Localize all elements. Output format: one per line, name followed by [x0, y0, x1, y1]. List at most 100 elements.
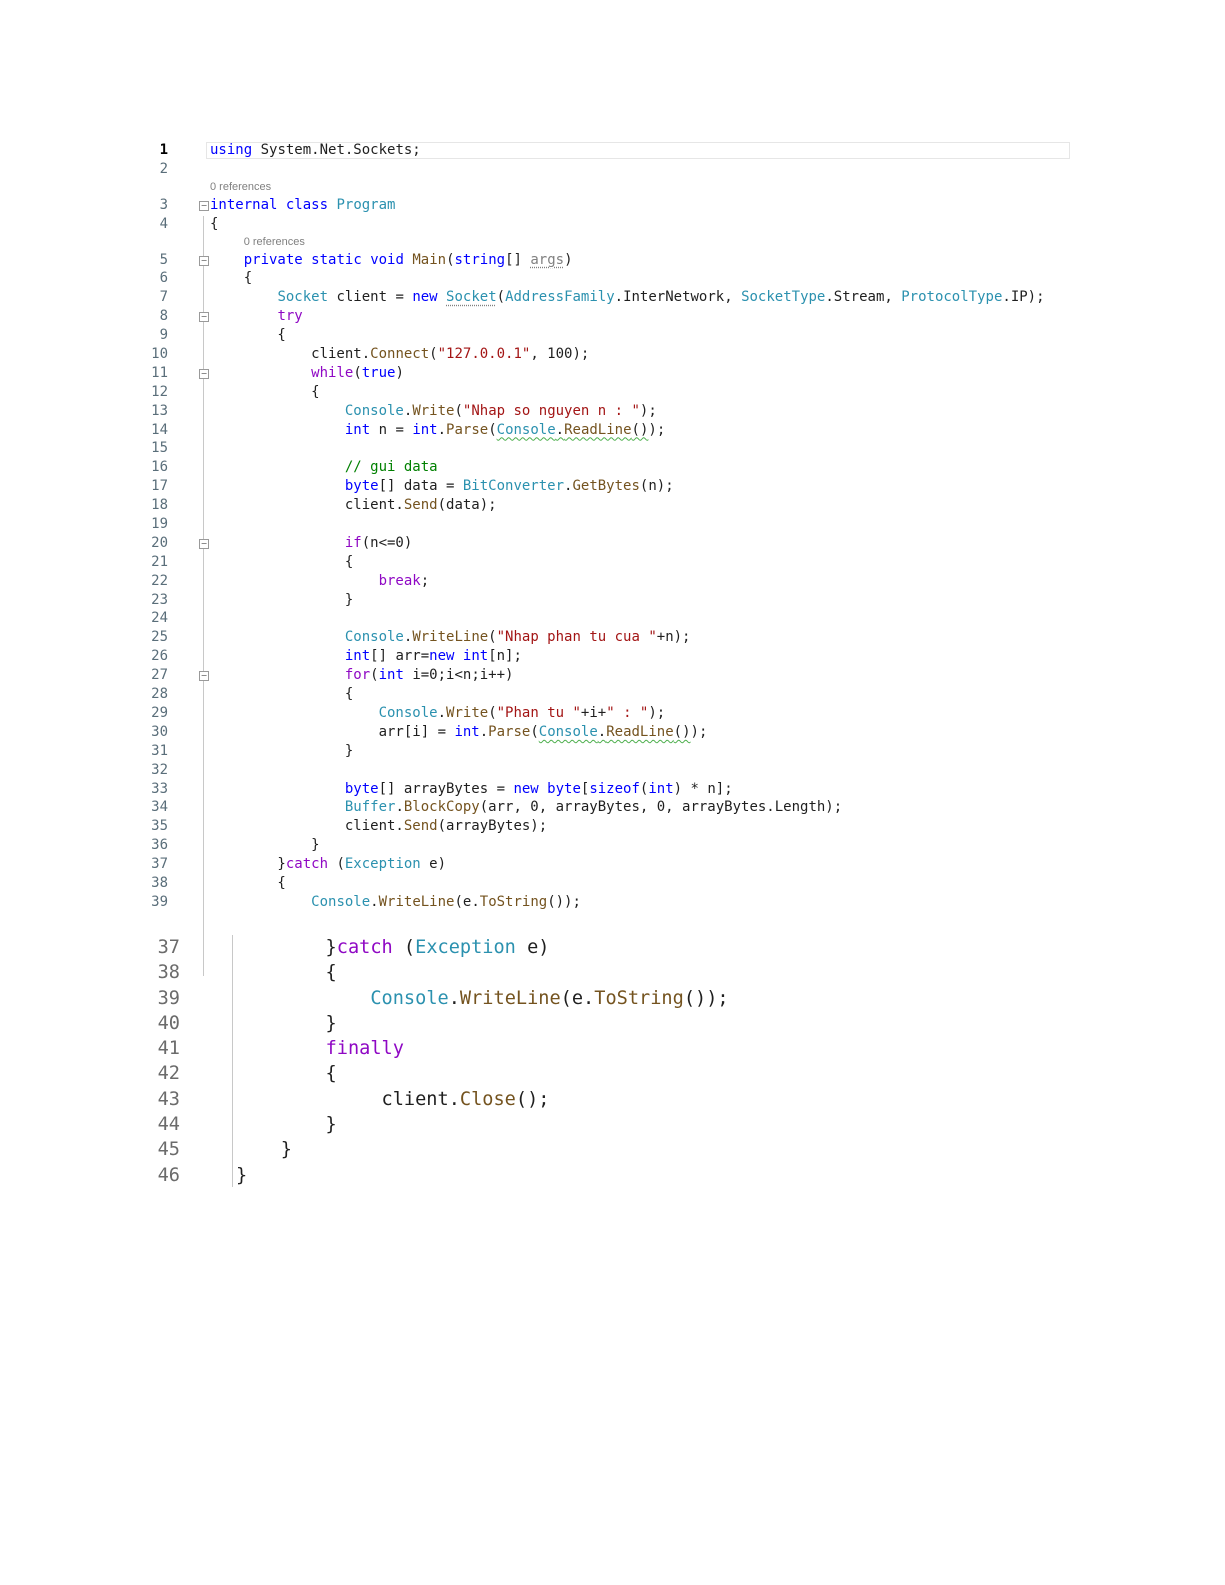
line-number: 36: [151, 837, 168, 854]
code-text: try: [210, 307, 302, 326]
code-line: 3−internal class Program: [140, 196, 1070, 215]
code-token: , 100);: [530, 346, 590, 363]
code-token: (arrayBytes);: [437, 818, 548, 835]
codelens-references[interactable]: 0 references: [140, 179, 1070, 196]
line-number: 6: [159, 270, 168, 287]
code-token: }: [236, 1114, 337, 1136]
code-token: }: [210, 742, 354, 759]
code-token: (n);: [639, 478, 674, 495]
code-token: Socket: [277, 289, 329, 306]
code-token: (: [353, 364, 362, 381]
code-token: .: [555, 421, 565, 438]
code-token: ) * n];: [673, 780, 733, 797]
code-token: (: [639, 780, 649, 797]
code-token: [236, 1038, 326, 1059]
line-number: 37: [157, 937, 180, 958]
code-line: 7 Socket client = new Socket(AddressFami…: [140, 288, 1070, 307]
collapse-icon[interactable]: −: [199, 255, 209, 266]
code-token: void: [370, 251, 404, 268]
code-token: (): [631, 421, 649, 438]
code-token: (e.: [454, 893, 480, 910]
code-token: ());: [683, 987, 729, 1009]
code-token: int: [344, 421, 371, 438]
code-line: 12 {: [140, 383, 1070, 402]
code-text: {: [210, 383, 319, 402]
collapse-icon[interactable]: −: [199, 200, 209, 211]
code-token: int: [648, 780, 674, 797]
line-number: 25: [151, 629, 168, 646]
code-token: Console: [538, 723, 598, 740]
code-token: Parse: [446, 421, 489, 438]
code-token: [438, 289, 446, 305]
line-number: 44: [157, 1114, 180, 1136]
code-token: (: [446, 251, 455, 268]
code-line: 25 Console.WriteLine("Nhap phan tu cua "…: [140, 628, 1070, 647]
code-line: 36 }: [140, 836, 1070, 855]
code-token: .: [564, 478, 573, 495]
collapse-icon[interactable]: −: [199, 538, 209, 549]
code-text: }: [236, 1112, 337, 1137]
code-line: 14 int n = int.Parse(Console.ReadLine())…: [140, 421, 1070, 440]
code-token: int: [462, 648, 489, 665]
line-number: 4: [159, 215, 168, 232]
code-token: .: [597, 723, 607, 740]
code-token: n =: [370, 421, 413, 438]
collapse-icon[interactable]: −: [199, 671, 209, 682]
code-text: client.Send(data);: [210, 496, 497, 515]
code-token: new: [412, 289, 438, 306]
code-line: 38 {: [140, 874, 1070, 893]
fold-guide: [203, 216, 204, 976]
code-token: ToString: [594, 987, 684, 1009]
codelens-label[interactable]: 0 references: [243, 235, 305, 248]
code-token: class: [285, 196, 329, 213]
code-token: Parse: [488, 723, 531, 740]
code-token: {: [236, 1063, 337, 1085]
collapse-icon[interactable]: −: [199, 368, 209, 379]
code-token: .: [479, 723, 489, 740]
collapse-icon[interactable]: −: [199, 312, 209, 323]
code-token: +i+: [580, 704, 607, 721]
code-token: {: [210, 874, 286, 891]
code-line: 9 {: [140, 326, 1070, 345]
line-number: 24: [151, 610, 168, 627]
code-token: .: [370, 893, 379, 910]
code-token: (: [429, 346, 438, 363]
codelens-references[interactable]: 0 references: [140, 234, 1070, 251]
line-number: 34: [151, 799, 168, 816]
code-token: private: [243, 251, 303, 268]
line-number: 32: [151, 761, 168, 778]
code-token: Write: [446, 704, 489, 721]
code-line: 37 }catch (Exception e): [140, 935, 780, 960]
current-line-highlight: [206, 142, 1070, 159]
line-number: 38: [151, 874, 168, 891]
code-token: [454, 648, 462, 664]
code-token: [277, 197, 285, 213]
line-number: 3: [159, 196, 168, 213]
code-token: new: [429, 648, 455, 665]
code-token: {: [210, 270, 253, 287]
code-screenshot-ending: 37 }catch (Exception e)38 {39 Console.Wr…: [140, 935, 780, 1188]
code-line: 5− private static void Main(string[] arg…: [140, 251, 1070, 270]
code-token: [210, 478, 345, 494]
code-token: byte: [344, 478, 379, 495]
code-token: for: [344, 667, 371, 684]
code-line: 23 }: [140, 591, 1070, 610]
code-token: using: [210, 142, 253, 158]
line-number: 9: [159, 327, 168, 344]
code-line: 29 Console.Write("Phan tu "+i+" : ");: [140, 704, 1070, 723]
codelens-label[interactable]: 0 references: [210, 180, 272, 193]
line-number: 23: [151, 591, 168, 608]
line-number: 18: [151, 497, 168, 514]
code-line: 41 finally: [140, 1036, 780, 1061]
code-token: (: [488, 421, 497, 438]
code-token: Main: [412, 251, 447, 268]
code-line: 8− try: [140, 307, 1070, 326]
code-token: [] data =: [378, 478, 463, 495]
line-number: 31: [151, 742, 168, 759]
code-text: Console.WriteLine(e.ToString());: [236, 986, 729, 1011]
code-token: Send: [403, 818, 438, 835]
code-token: }: [210, 837, 320, 854]
code-text: }catch (Exception e): [236, 935, 550, 960]
code-text: break;: [210, 572, 430, 591]
code-token: catch: [336, 937, 393, 958]
